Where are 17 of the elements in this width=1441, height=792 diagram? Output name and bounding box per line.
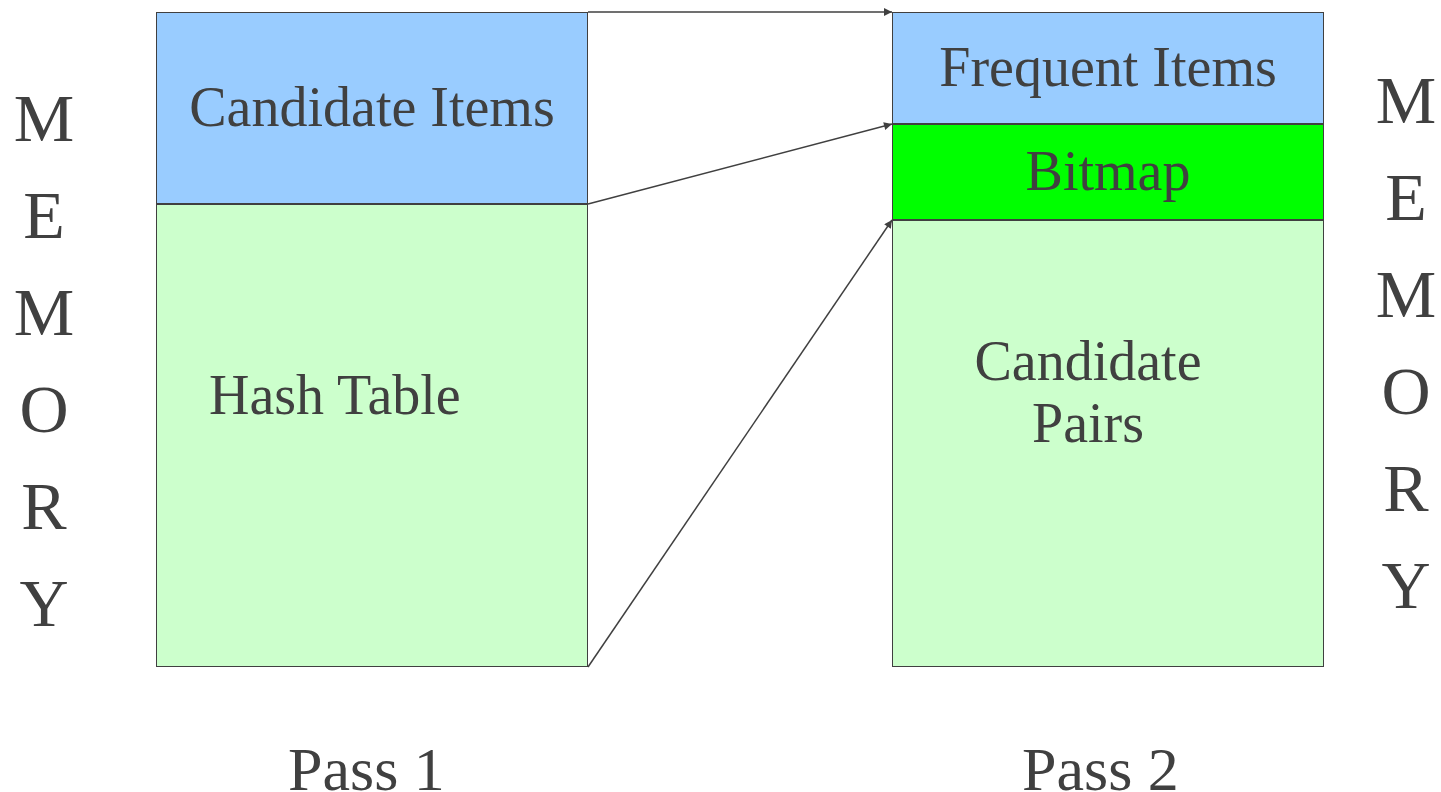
arrow xyxy=(587,8,893,16)
memory-region xyxy=(892,124,1324,220)
arrow xyxy=(587,122,893,205)
region-label: Bitmap xyxy=(1025,141,1191,203)
axis-label: MEMORY xyxy=(1374,61,1438,625)
arrow xyxy=(587,219,893,668)
axis-label: MEMORY xyxy=(12,79,76,643)
memory-region xyxy=(892,12,1324,124)
region-label: Candidate Items xyxy=(189,77,555,139)
region-label: Candidate Pairs xyxy=(973,331,1203,455)
region-label: Hash Table xyxy=(209,364,461,427)
region-label: Frequent Items xyxy=(939,37,1277,99)
memory-region xyxy=(156,12,588,204)
memory-region xyxy=(156,204,588,667)
memory-region xyxy=(892,220,1324,667)
pass-label: Pass 2 xyxy=(1022,738,1179,792)
pass-label: Pass 1 xyxy=(288,738,445,792)
